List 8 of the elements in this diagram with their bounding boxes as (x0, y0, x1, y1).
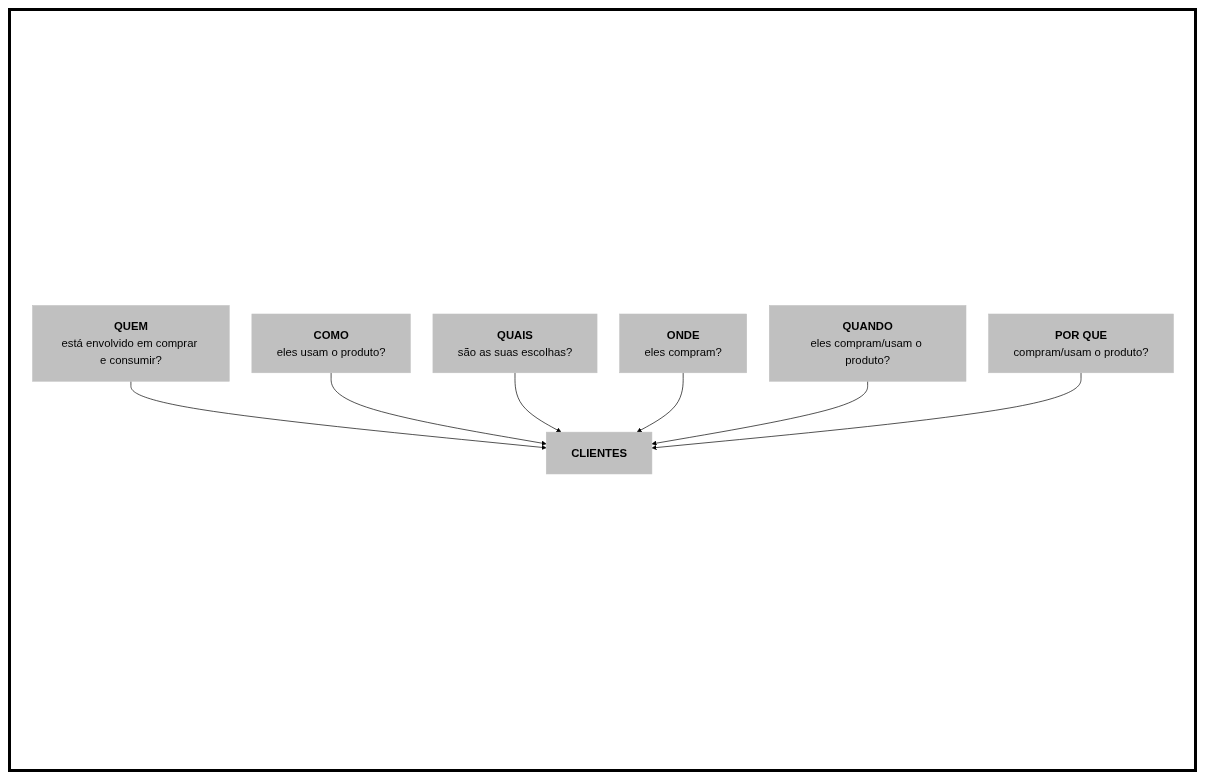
node-box (545, 432, 652, 475)
node-box (251, 313, 411, 374)
node-box (987, 313, 1174, 374)
node-box (31, 305, 230, 382)
diagram-frame: QUEM está envolvido em comprar e consumir? COMO eles usam o produto? QUAIS são as suas escolhas? CLIENTES ONDE eles compram? QUANDO eles compram/usam o produto? POR QUE compram/usam o produto? (8, 8, 1197, 772)
node-box (768, 305, 966, 382)
node-box (618, 313, 747, 374)
node-box (432, 313, 597, 374)
